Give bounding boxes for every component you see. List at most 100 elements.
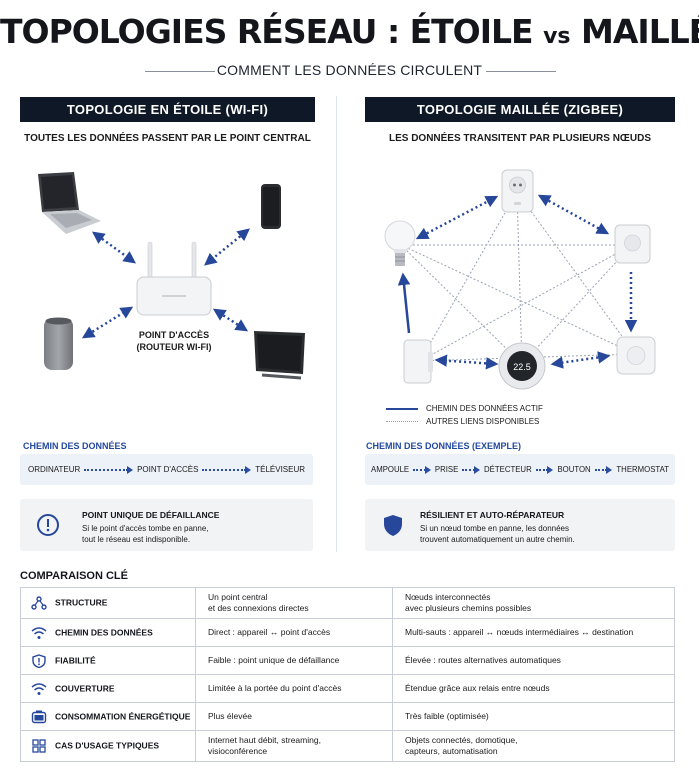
grid-icon bbox=[32, 739, 46, 753]
shield-alert-icon bbox=[32, 653, 46, 668]
shield-icon bbox=[384, 515, 402, 536]
comparison-title: COMPARAISON CLÉ bbox=[20, 570, 128, 582]
thermostat-display: 22.5 bbox=[513, 362, 531, 372]
mesh-path-step: THERMOSTAT bbox=[616, 465, 669, 474]
mesh-note-line: Si un nœud tombe en panne, les données bbox=[420, 524, 569, 533]
battery-icon bbox=[31, 710, 47, 723]
mesh-path-step: PRISE bbox=[434, 465, 459, 474]
cell-line: Étendue grâce aux relais entre nœuds bbox=[405, 683, 550, 693]
topology-diagrams: 22.5 bbox=[38, 169, 656, 390]
star-path-box: ORDINATEUR POINT D'ACCÈS TÉLÉVISEUR bbox=[20, 454, 313, 485]
wifi-icon bbox=[31, 626, 47, 639]
mesh-active-solid-link bbox=[397, 272, 411, 334]
star-note-line: tout le réseau est indisponible. bbox=[82, 535, 191, 544]
title-part-mesh: MAILLÉE bbox=[581, 12, 699, 51]
page-subtitle: COMMENT LES DONNÉES CIRCULENT bbox=[216, 62, 483, 78]
star-path-step: POINT D'ACCÈS bbox=[137, 465, 199, 474]
cell-line: visioconférence bbox=[208, 746, 268, 756]
row-label-cell: COUVERTURE bbox=[20, 674, 196, 703]
cell-line: Internet haut débit, streaming, bbox=[208, 735, 321, 745]
row-label: COUVERTURE bbox=[55, 683, 115, 693]
motion-detector-icon bbox=[614, 224, 651, 264]
arrow-right-icon bbox=[202, 465, 251, 474]
mesh-note-box: RÉSILIENT ET AUTO-RÉPARATEUR Si un nœud … bbox=[365, 499, 675, 551]
access-point-label-line-2: (ROUTEUR WI-FI) bbox=[136, 342, 212, 352]
arrow-right-icon bbox=[535, 465, 554, 474]
mesh-cell: Élevée : routes alternatives automatique… bbox=[392, 646, 675, 675]
row-label-cell: CONSOMMATION ÉNERGÉTIQUE bbox=[20, 702, 196, 731]
smart-speaker-icon bbox=[44, 317, 73, 370]
page-title: TOPOLOGIES RÉSEAU : ÉTOILE vs MAILLÉE bbox=[0, 12, 699, 51]
subtitle-block: COMMENT LES DONNÉES CIRCULENT bbox=[0, 62, 699, 80]
row-label: CAS D'USAGE TYPIQUES bbox=[55, 740, 160, 751]
mesh-path-step: AMPOULE bbox=[371, 465, 410, 474]
mesh-path-step: BOUTON bbox=[557, 465, 591, 474]
legend-other-label: AUTRES LIENS DISPONIBLES bbox=[426, 417, 540, 426]
subtitle-rule-right bbox=[486, 71, 556, 72]
mesh-active-links bbox=[415, 194, 638, 370]
arrow-right-icon bbox=[84, 465, 133, 474]
network-structure-icon bbox=[31, 596, 47, 610]
smart-plug-icon bbox=[501, 169, 534, 213]
star-note-text: Si le point d'accès tombe en panne, tout… bbox=[82, 523, 209, 545]
mesh-panel-subtitle: LES DONNÉES TRANSITENT PAR PLUSIEURS NŒU… bbox=[388, 133, 652, 144]
table-row: FIABILITÉ Faible : point unique de défai… bbox=[20, 646, 675, 675]
cell-line: Faible : point unique de défaillance bbox=[208, 655, 340, 665]
cell-line: capteurs, automatisation bbox=[405, 746, 498, 756]
row-label: CHEMIN DES DONNÉES bbox=[55, 627, 153, 637]
cell-line: Multi-sauts : appareil ↔ nœuds intermédi… bbox=[405, 627, 634, 637]
mesh-cell: Multi-sauts : appareil ↔ nœuds intermédi… bbox=[392, 618, 675, 647]
title-part-star: TOPOLOGIES RÉSEAU : ÉTOILE bbox=[0, 12, 534, 51]
alert-circle-icon bbox=[37, 514, 59, 536]
star-cell: Direct : appareil ↔ point d'accès bbox=[195, 618, 393, 647]
mesh-path-title: CHEMIN DES DONNÉES (EXEMPLE) bbox=[366, 441, 522, 451]
access-point-label: POINT D'ACCÈS (ROUTEUR WI-FI) bbox=[126, 329, 222, 353]
star-note-box: POINT UNIQUE DE DÉFAILLANCE Si le point … bbox=[20, 499, 313, 551]
star-panel-subtitle: TOUTES LES DONNÉES PASSENT PAR LE POINT … bbox=[24, 133, 311, 144]
star-note-line: Si le point d'accès tombe en panne, bbox=[82, 524, 209, 533]
title-vs: vs bbox=[543, 24, 571, 49]
row-label: CONSOMMATION ÉNERGÉTIQUE bbox=[55, 711, 191, 721]
table-row: CHEMIN DES DONNÉES Direct : appareil ↔ p… bbox=[20, 618, 675, 647]
star-panel-header: TOPOLOGIE EN ÉTOILE (WI-FI) bbox=[20, 97, 315, 122]
mesh-note-title: RÉSILIENT ET AUTO-RÉPARATEUR bbox=[420, 510, 565, 520]
column-divider bbox=[336, 96, 337, 552]
legend-active: CHEMIN DES DONNÉES ACTIF bbox=[386, 404, 543, 413]
star-cell: Faible : point unique de défaillance bbox=[195, 646, 393, 675]
star-cell: Plus élevée bbox=[195, 702, 393, 731]
subtitle-rule-left bbox=[145, 71, 215, 72]
table-row: CONSOMMATION ÉNERGÉTIQUE Plus élevée Trè… bbox=[20, 702, 675, 731]
mesh-path-step: DÉTECTEUR bbox=[484, 465, 532, 474]
row-label-cell: CAS D'USAGE TYPIQUES bbox=[20, 730, 196, 762]
mesh-panel-header: TOPOLOGIE MAILLÉE (ZIGBEE) bbox=[365, 97, 675, 122]
mesh-path-box: AMPOULE PRISE DÉTECTEUR BOUTON THERMOSTA… bbox=[365, 454, 675, 485]
cell-line: avec plusieurs chemins possibles bbox=[405, 603, 532, 613]
mesh-note-text: Si un nœud tombe en panne, les données t… bbox=[420, 523, 575, 545]
television-icon bbox=[254, 331, 305, 380]
cell-line: Plus élevée bbox=[208, 711, 252, 721]
cell-line: et des connexions directes bbox=[208, 603, 309, 613]
cell-line: Direct : appareil ↔ point d'accès bbox=[208, 627, 331, 637]
table-row: COUVERTURE Limitée à la portée du point … bbox=[20, 674, 675, 703]
legend-other-swatch bbox=[386, 421, 418, 423]
star-path-title: CHEMIN DES DONNÉES bbox=[23, 441, 127, 451]
star-cell: Internet haut débit, streaming,visioconf… bbox=[195, 730, 393, 762]
mesh-cell: Très faible (optimisée) bbox=[392, 702, 675, 731]
star-path-step: ORDINATEUR bbox=[28, 465, 81, 474]
cell-line: Élevée : routes alternatives automatique… bbox=[405, 655, 561, 665]
cell-line: Limitée à la portée du point d'accès bbox=[208, 683, 342, 693]
legend-other: AUTRES LIENS DISPONIBLES bbox=[386, 417, 539, 426]
cell-line: Très faible (optimisée) bbox=[405, 711, 489, 721]
arrow-right-icon bbox=[462, 465, 480, 474]
cell-line: Un point central bbox=[208, 592, 268, 602]
arrow-right-icon bbox=[594, 465, 613, 474]
row-label: FIABILITÉ bbox=[55, 655, 96, 665]
star-links bbox=[81, 228, 250, 339]
legend-active-label: CHEMIN DES DONNÉES ACTIF bbox=[426, 404, 543, 413]
cell-line: Objets connectés, domotique, bbox=[405, 735, 518, 745]
mesh-cell: Objets connectés, domotique,capteurs, au… bbox=[392, 730, 675, 762]
router-icon bbox=[136, 241, 212, 316]
